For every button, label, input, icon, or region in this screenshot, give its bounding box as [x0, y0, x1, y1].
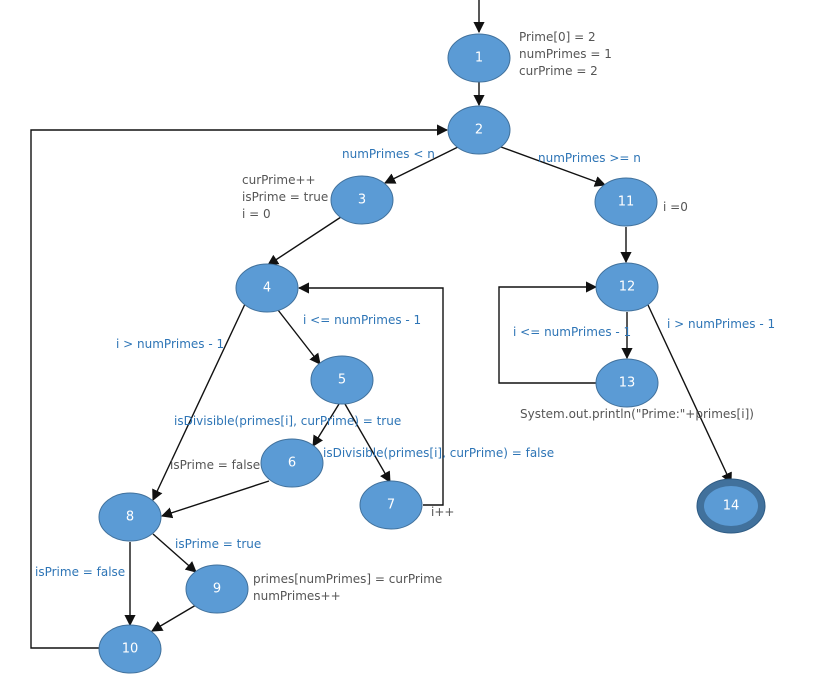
- node-7: 7: [359, 480, 423, 530]
- node-12-label: 12: [619, 280, 636, 295]
- edge-10-2: [30, 124, 449, 649]
- ann-n11: i =0: [663, 200, 688, 214]
- ann-n9-line2: numPrimes++: [253, 589, 341, 603]
- edge-6-8: [160, 480, 270, 519]
- node-13: 13: [595, 358, 659, 408]
- nodes: 1 2 3 4 5 6 7 8 9 10 11 12 13 14: [98, 33, 766, 674]
- node-2: 2: [447, 105, 511, 155]
- node-11: 11: [594, 177, 658, 227]
- edge-13-12: [498, 281, 598, 384]
- node-7-label: 7: [387, 498, 395, 513]
- node-9: 9: [185, 564, 249, 614]
- node-9-label: 9: [213, 582, 221, 597]
- node-1: 1: [447, 33, 511, 83]
- cond-4-8: i > numPrimes - 1: [116, 337, 224, 351]
- node-13-label: 13: [619, 376, 636, 391]
- cond-5-7: isDivisible(primes[i], curPrime) = false: [323, 446, 554, 460]
- cond-4-5: i <= numPrimes - 1: [303, 313, 421, 327]
- edge-5-7: [344, 403, 391, 483]
- node-14-label: 14: [723, 499, 740, 514]
- node-4-label: 4: [263, 281, 271, 296]
- node-5-label: 5: [338, 373, 346, 388]
- edge-conditions: numPrimes < n numPrimes >= n i <= numPri…: [35, 147, 775, 579]
- ann-n1-line1: Prime[0] = 2: [519, 30, 596, 44]
- node-4: 4: [235, 263, 299, 313]
- edge-9-10: [151, 604, 197, 632]
- cond-12-14: i > numPrimes - 1: [667, 317, 775, 331]
- ann-n13: System.out.println("Prime:"+primes[i]): [520, 407, 754, 421]
- cond-8-9: isPrime = true: [175, 537, 261, 551]
- ann-n9-line1: primes[numPrimes] = curPrime: [253, 572, 442, 586]
- node-8-label: 8: [126, 510, 134, 525]
- node-1-label: 1: [475, 51, 483, 66]
- edge-3-4: [267, 216, 342, 266]
- node-12: 12: [595, 262, 659, 312]
- ann-n1-line3: curPrime = 2: [519, 64, 598, 78]
- cond-2-3: numPrimes < n: [342, 147, 435, 161]
- ann-n6: isPrime = false: [170, 458, 260, 472]
- node-10-label: 10: [122, 642, 139, 657]
- ann-n3-line3: i = 0: [242, 207, 271, 221]
- cond-8-10: isPrime = false: [35, 565, 125, 579]
- edge-2-11: [500, 146, 607, 187]
- edges: [30, 0, 732, 649]
- node-8: 8: [98, 492, 162, 542]
- ann-n3-line2: isPrime = true: [242, 190, 328, 204]
- node-3-label: 3: [358, 193, 366, 208]
- node-6-label: 6: [288, 456, 296, 471]
- ann-n7: i++: [431, 505, 454, 519]
- node-6: 6: [260, 438, 324, 488]
- edge-4-5: [277, 309, 321, 365]
- ann-n1-line2: numPrimes = 1: [519, 47, 612, 61]
- node-3: 3: [330, 175, 394, 225]
- node-2-label: 2: [475, 123, 483, 138]
- edge-7-4: [297, 282, 444, 506]
- edge-12-14: [647, 304, 732, 485]
- node-14-final: 14: [696, 478, 766, 534]
- node-annotations: Prime[0] = 2 numPrimes = 1 curPrime = 2 …: [170, 30, 754, 603]
- edge-4-8: [152, 303, 246, 502]
- cond-12-13: i <= numPrimes - 1: [513, 325, 631, 339]
- edge-5-6: [312, 403, 340, 447]
- edge-8-9: [152, 533, 197, 573]
- ann-n3-line1: curPrime++: [242, 173, 316, 187]
- cond-5-6: isDivisible(primes[i], curPrime) = true: [174, 414, 401, 428]
- cond-2-11: numPrimes >= n: [538, 151, 641, 165]
- node-5: 5: [310, 355, 374, 405]
- node-11-label: 11: [618, 195, 635, 210]
- edge-2-3: [383, 146, 459, 184]
- node-10: 10: [98, 624, 162, 674]
